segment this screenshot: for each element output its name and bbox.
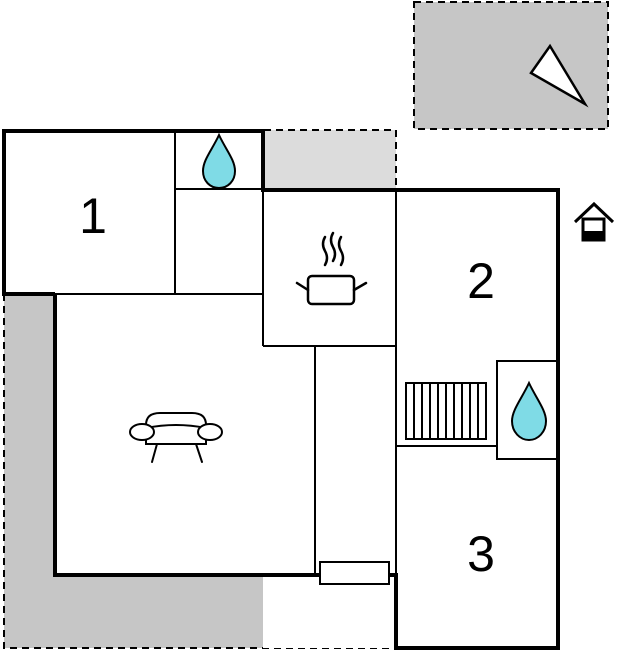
water-drop-icon bbox=[201, 132, 237, 190]
terrace-top-middle bbox=[263, 129, 397, 191]
north-arrow-icon bbox=[529, 43, 589, 108]
cooking-pot-icon bbox=[295, 231, 368, 306]
entrance-house-icon bbox=[573, 201, 615, 242]
room-2-label: 2 bbox=[467, 253, 495, 309]
room-1-label: 1 bbox=[79, 188, 107, 244]
interior-walls bbox=[4, 131, 559, 648]
water-drop-icon bbox=[510, 380, 548, 442]
staircase-icon bbox=[405, 382, 487, 440]
exterior-walls bbox=[2, 129, 560, 650]
room-3-label: 3 bbox=[467, 526, 495, 582]
terrace-top-right bbox=[413, 1, 609, 130]
radiator-icon bbox=[319, 561, 390, 585]
sofa-icon bbox=[129, 412, 223, 463]
